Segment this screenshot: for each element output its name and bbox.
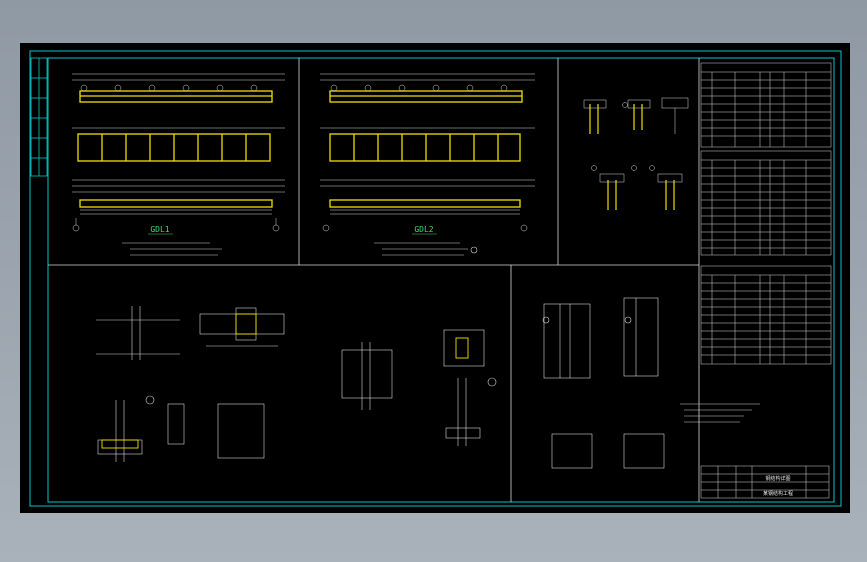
- general-notes: [122, 242, 760, 423]
- title-block: [700, 465, 830, 499]
- project-name: 某钢结构工程: [763, 490, 793, 497]
- material-table-1: [700, 62, 832, 148]
- detail-bubbles: [145, 246, 632, 405]
- inner-frame: [47, 57, 835, 503]
- drawing-title: 钢结构详图: [765, 475, 790, 482]
- beam-elevation-gdl1: GDL1: [72, 73, 285, 235]
- beam-label-gdl2: GDL2: [414, 225, 433, 234]
- material-table-2: [700, 150, 832, 256]
- beam-label-gdl1: GDL1: [150, 225, 169, 234]
- detail-highlights: [101, 313, 469, 449]
- material-table-3: [700, 265, 832, 365]
- beam-elevation-gdl2: GDL2: [320, 73, 535, 235]
- outer-frame: [29, 50, 842, 507]
- panel-dividers: [48, 58, 700, 502]
- model-space: [20, 43, 850, 513]
- section-details: [583, 97, 689, 210]
- binding-strip: [30, 57, 48, 177]
